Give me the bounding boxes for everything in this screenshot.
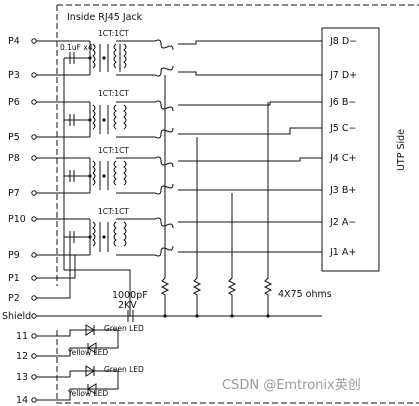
watermark: CSDN @Emtronix英创 [222,378,361,393]
svg-text:Green LED: Green LED [104,365,144,374]
pin-label-shield: Shield [2,311,31,322]
resistor-label: 4X75 ohms [278,289,332,300]
led-pair-1: Green LED Yellow LED [36,324,144,357]
transformer-channel-2: 1CT:1CT [64,89,322,139]
transformer-channel-4: 1CT:1CT [64,207,322,257]
shield-capacitor: 1000pF 2KV [112,290,148,322]
transformer-channel-1: 1CT:1CT [64,29,322,77]
pin-label-p6: P6 [8,97,20,108]
svg-text:1000pF: 1000pF [112,290,148,301]
cap-label: 0.1uF x4 [60,43,93,52]
utp-side-label: UTP Side [396,129,407,171]
svg-text:1CT:1CT: 1CT:1CT [98,207,129,216]
termination-resistors: 4X75 ohms [160,75,332,318]
right-pin-labels: J8 D− J7 D+ J6 B− J5 C− J4 C+ J3 B+ J2 A… [329,36,357,258]
jack-pin-j5: J5 C− [329,123,356,134]
svg-text:Yellow LED: Yellow LED [67,348,108,357]
pin-label-p5: P5 [8,132,20,143]
jack-boundary [56,4,419,404]
cap-rail [63,58,131,316]
pin-label-14: 14 [16,395,28,406]
svg-text:2KV: 2KV [118,300,137,311]
jack-pin-j2: J2 A− [329,217,356,228]
jack-pin-j6: J6 B− [329,97,356,108]
pin-label-12: 12 [16,351,28,362]
pin-label-p9: P9 [8,250,20,261]
left-pin-terminals [31,38,322,403]
pin-label-p4: P4 [8,36,20,47]
jack-pin-j3: J3 B+ [329,185,356,196]
pin-label-13: 13 [16,372,28,383]
pin-label-p10: P10 [8,214,26,225]
led-pair-2: Green LED Yellow LED [36,365,144,401]
pin-label-11: 11 [16,331,28,342]
jack-pin-j1: J1 A+ [329,247,356,258]
pin-label-p7: P7 [8,188,20,199]
utp-connector-box [321,27,380,272]
transformer-channel-3: 1CT:1CT [64,146,322,195]
jack-pin-j8: J8 D− [329,36,357,47]
pin-label-p2: P2 [8,293,20,304]
svg-text:1CT:1CT: 1CT:1CT [98,146,129,155]
svg-text:Yellow LED: Yellow LED [67,389,108,398]
svg-text:1CT:1CT: 1CT:1CT [98,29,129,38]
svg-text:1CT:1CT: 1CT:1CT [98,89,129,98]
pin-label-p1: P1 [8,273,20,284]
jack-title: Inside RJ45 Jack [67,12,143,23]
jack-pin-j7: J7 D+ [329,70,357,81]
pin-label-p8: P8 [8,153,20,164]
pin-label-p3: P3 [8,70,20,81]
jack-pin-j4: J4 C+ [329,153,356,164]
svg-text:Green LED: Green LED [104,324,144,333]
left-pin-labels: P4 P3 P6 P5 P8 P7 P10 P9 P1 P2 Shield 11… [2,36,31,406]
